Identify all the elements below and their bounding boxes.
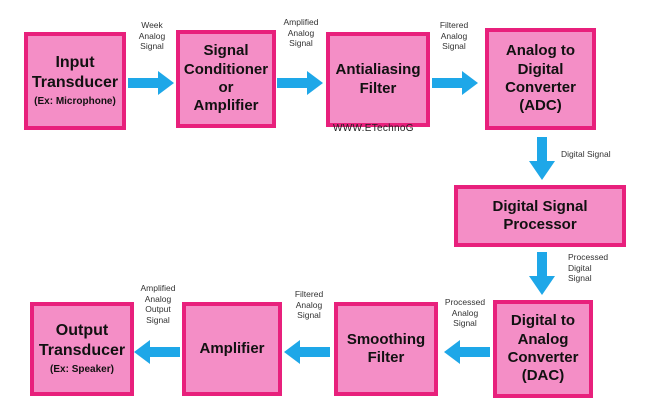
input-transducer-title: Input Transducer bbox=[31, 54, 119, 91]
signal-conditioner-block: Signal Conditioner or Amplifier bbox=[176, 30, 276, 128]
amplifier-title: Amplifier bbox=[199, 339, 265, 357]
output-transducer-example: (Ex: Speaker) bbox=[50, 364, 114, 376]
antialiasing-filter-title: Antialiasing Filter bbox=[335, 61, 421, 97]
dsp-title: Digital Signal Processor bbox=[492, 197, 588, 233]
label-amplified-analog-output-signal: Amplified Analog Output Signal bbox=[140, 283, 176, 325]
label-amplified-analog-signal: Amplified Analog Signal bbox=[283, 17, 319, 49]
antialiasing-filter-block: Antialiasing Filter bbox=[326, 32, 430, 127]
adc-title: Analog to Digital Converter (ADC) bbox=[505, 42, 576, 115]
label-processed-digital-signal: Processed Digital Signal bbox=[568, 252, 609, 284]
label-filtered-analog-signal-top: Filtered Analog Signal bbox=[439, 20, 469, 52]
watermark-text: WWW.ETechnoG bbox=[333, 123, 414, 134]
arrow-amplifier-to-output bbox=[134, 340, 180, 364]
arrow-input-to-conditioner bbox=[128, 71, 174, 95]
output-transducer-block: Output Transducer (Ex: Speaker) bbox=[30, 302, 134, 396]
arrow-conditioner-to-filter bbox=[277, 71, 323, 95]
dac-block: Digital to Analog Converter (DAC) bbox=[493, 300, 593, 398]
arrow-smoothing-to-amplifier bbox=[284, 340, 330, 364]
smoothing-filter-title: Smoothing Filter bbox=[346, 330, 426, 366]
adc-block: Analog to Digital Converter (ADC) bbox=[485, 28, 596, 130]
label-digital-signal: Digital Signal bbox=[561, 149, 611, 159]
arrow-dac-to-smoothing bbox=[444, 340, 490, 364]
input-transducer-example: (Ex: Microphone) bbox=[34, 96, 116, 108]
dsp-block: Digital Signal Processor bbox=[454, 185, 626, 247]
label-week-analog-signal: Week Analog Signal bbox=[138, 20, 166, 52]
arrow-dsp-to-dac bbox=[529, 252, 555, 295]
label-filtered-analog-signal-bottom: Filtered Analog Signal bbox=[294, 289, 324, 321]
input-transducer-block: Input Transducer (Ex: Microphone) bbox=[24, 32, 126, 130]
amplifier-block: Amplifier bbox=[182, 302, 282, 396]
dac-title: Digital to Analog Converter (DAC) bbox=[507, 312, 579, 385]
arrow-adc-to-dsp bbox=[529, 137, 555, 180]
smoothing-filter-block: Smoothing Filter bbox=[334, 302, 438, 396]
label-processed-analog-signal: Processed Analog Signal bbox=[444, 297, 486, 329]
output-transducer-title: Output Transducer bbox=[38, 322, 126, 359]
arrow-filter-to-adc bbox=[432, 71, 478, 95]
signal-conditioner-title: Signal Conditioner or Amplifier bbox=[183, 42, 269, 115]
